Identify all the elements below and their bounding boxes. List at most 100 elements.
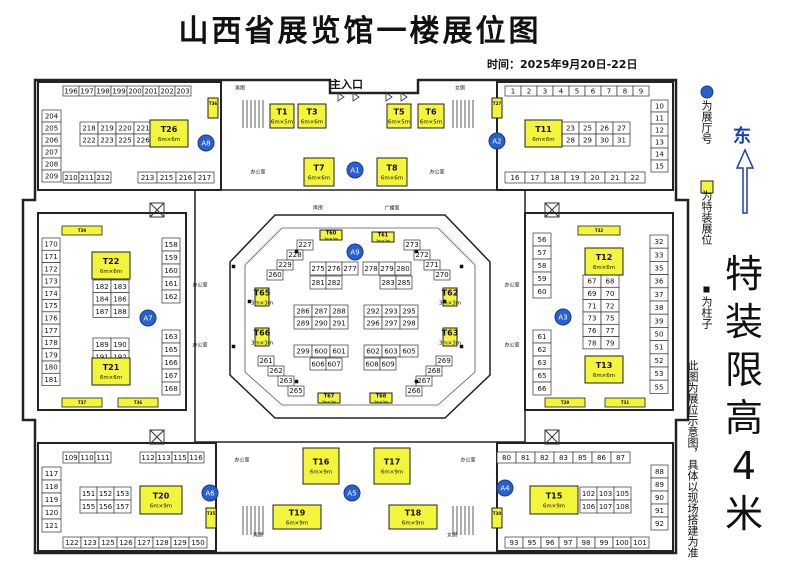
special-booth-size: 3m×3m — [439, 341, 461, 347]
special-booth-size: 6m×9m — [150, 504, 172, 510]
date-text: 时间：2025年9月20日-22日 — [487, 58, 638, 71]
booth-cell — [41, 372, 61, 386]
pillar-marker — [247, 299, 252, 304]
booth-cell — [532, 284, 552, 299]
booth-number: 216 — [179, 174, 193, 182]
booth-number: 160 — [164, 267, 177, 275]
booth-number: 158 — [164, 241, 177, 249]
door-icon — [385, 92, 393, 102]
booth-number: 3 — [543, 88, 547, 96]
special-booth-id: T36 — [209, 101, 218, 106]
special-booth-id: T21 — [103, 363, 120, 372]
special-booth — [91, 251, 131, 280]
booth-cell — [612, 133, 631, 147]
door-icon — [337, 92, 345, 102]
special-booth-id: T68 — [376, 394, 387, 400]
special-booth — [303, 157, 335, 187]
hall-marker — [496, 479, 514, 497]
booth-number: 2 — [527, 88, 531, 96]
booth-cell — [161, 289, 181, 304]
booth-number: 179 — [44, 351, 57, 359]
booth-number: 168 — [164, 385, 177, 393]
booth-number: 69 — [588, 290, 597, 298]
booth-number: 283 — [381, 279, 394, 287]
booth-number: 210 — [64, 174, 77, 182]
booth-number: 174 — [44, 290, 58, 298]
booth-number: 52 — [655, 357, 664, 365]
facility-label: 办公室 — [192, 282, 207, 289]
booth-number: 161 — [164, 280, 177, 288]
booth-cell — [379, 357, 397, 371]
booth-number: 65 — [538, 372, 547, 380]
special-booth — [117, 397, 159, 408]
pillar-marker — [231, 344, 236, 349]
special-booth — [207, 97, 219, 119]
booth-number: 295 — [402, 308, 415, 316]
booth-number: 296 — [366, 320, 380, 328]
booth-number: 290 — [314, 320, 327, 328]
booth-number: 608 — [365, 361, 378, 369]
east-label: 东 — [733, 126, 751, 147]
booth-number: 17 — [531, 174, 540, 182]
special-booth-id: T27 — [493, 101, 502, 106]
booth-number: 75 — [606, 315, 615, 323]
booth-number: 219 — [100, 125, 113, 133]
booth-number: 260 — [268, 271, 281, 279]
booth-number: 197 — [80, 88, 93, 96]
facility-label: 办公室 — [460, 457, 475, 464]
hall-label: A9 — [350, 249, 359, 257]
legend-pillar-icon — [703, 286, 710, 293]
special-booth — [373, 447, 411, 485]
booth-number: 171 — [44, 253, 57, 261]
booth-number: 10 — [655, 103, 664, 111]
booth-number: 286 — [296, 308, 310, 316]
booth-number: 79 — [606, 339, 615, 347]
special-booth — [577, 225, 621, 236]
booth-number: 222 — [82, 137, 95, 145]
pillar-marker — [414, 249, 419, 254]
booth-number: 6 — [591, 88, 596, 96]
booth-cell — [405, 385, 423, 397]
booth-number: 82 — [540, 454, 549, 462]
disclaimer-note: 此图为展位示意图，具体以现场搭建为准 — [686, 360, 699, 558]
booth-number: 215 — [160, 174, 173, 182]
booth-number: 102 — [582, 490, 595, 498]
booth-number: 166 — [164, 359, 178, 367]
booth-cell — [399, 316, 419, 330]
booth-number: 287 — [314, 308, 327, 316]
booth-number: 89 — [655, 481, 664, 489]
booth-number: 99 — [600, 539, 609, 547]
special-booth-size: 6m×6m — [301, 120, 323, 126]
booth-number: 21 — [611, 174, 620, 182]
booth-number: 119 — [45, 496, 58, 504]
booth-number: 1 — [511, 88, 515, 96]
booth-number: 266 — [407, 387, 421, 395]
special-booth-size: 6m×6m — [593, 265, 615, 271]
special-booth-id: T5 — [393, 108, 404, 117]
booth-cell — [187, 451, 205, 464]
booth-number: 162 — [164, 293, 177, 301]
booth-number: 280 — [396, 265, 409, 273]
booth-cell — [423, 259, 441, 271]
facility-label: 男厕 — [235, 86, 245, 92]
special-booth-id: T60 — [326, 231, 337, 237]
facility-label: 女厕 — [455, 85, 465, 92]
booth-number: 63 — [538, 359, 547, 367]
special-booth — [319, 229, 343, 241]
booth-number: 263 — [279, 377, 292, 385]
special-booth-size: 6m×5m — [271, 120, 293, 126]
special-booth — [369, 392, 393, 404]
special-booth — [254, 287, 270, 307]
booth-number: 200 — [128, 88, 141, 96]
booth-number: 170 — [44, 241, 57, 249]
booth-number: 218 — [82, 125, 95, 133]
booth-cell — [650, 159, 669, 173]
booth-number: 270 — [435, 271, 448, 279]
booth-number: 268 — [427, 367, 440, 375]
booth-number: 165 — [164, 346, 177, 354]
special-booth-size: 3m×3m — [322, 400, 337, 404]
booth-number: 106 — [582, 503, 596, 511]
booth-number: 120 — [45, 509, 58, 517]
booth-number: 112 — [141, 454, 154, 462]
special-booth-size: 6m×6m — [532, 137, 554, 143]
